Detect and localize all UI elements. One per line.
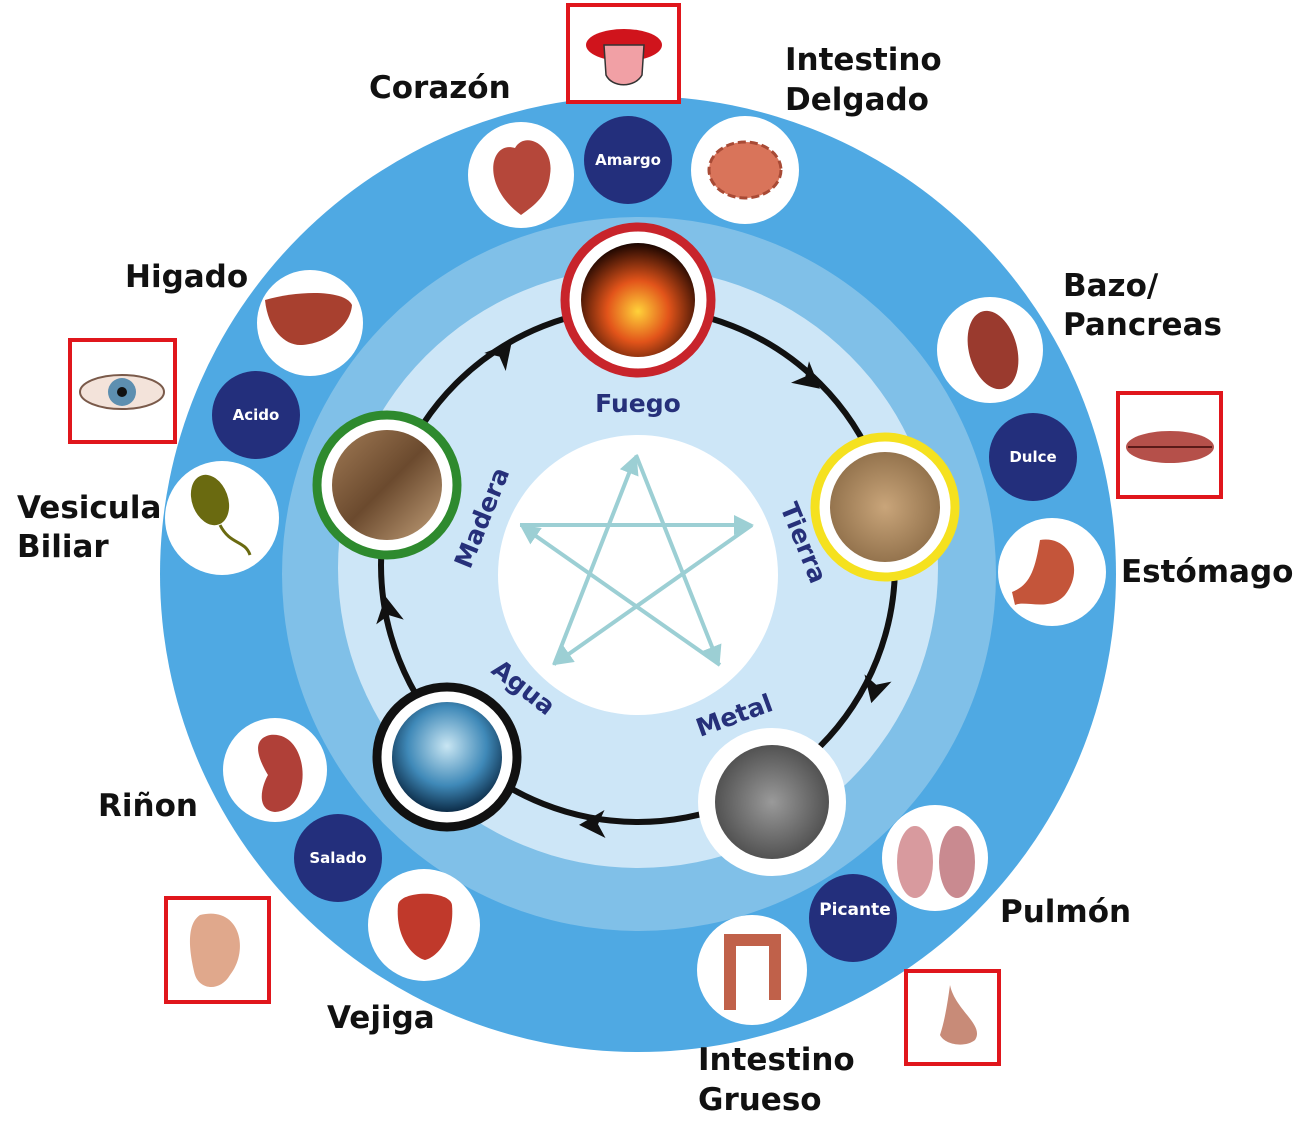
taste-label: Dulce — [1009, 448, 1056, 466]
sense-eye[interactable] — [68, 338, 177, 444]
element-tierra[interactable] — [810, 432, 960, 582]
label-rinon: Riñon — [98, 788, 198, 824]
taste-label: Picante — [819, 900, 891, 920]
element-madera[interactable] — [312, 410, 462, 560]
organ-estomago[interactable] — [998, 518, 1106, 626]
arrowhead-metal-agua — [579, 810, 606, 838]
lung-icon — [897, 826, 933, 898]
star-arrow — [519, 524, 722, 667]
sense-nose[interactable] — [904, 969, 1001, 1066]
fire-image — [581, 243, 695, 357]
large-intestine-icon — [724, 934, 781, 1010]
sense-lips[interactable] — [1116, 391, 1223, 499]
organ-bazo[interactable] — [937, 297, 1043, 403]
cycle-arrowheads — [376, 342, 892, 838]
taste-dulce[interactable]: Dulce — [989, 413, 1077, 501]
label-bazo-2: Pancreas — [1063, 307, 1222, 343]
taste-amargo[interactable]: Amargo — [584, 116, 672, 204]
arrowhead-fuego-tierra — [791, 361, 820, 389]
element-fuego[interactable] — [560, 222, 716, 378]
element-agua[interactable] — [372, 682, 522, 832]
label-fuego: Fuego — [595, 389, 681, 418]
organ-vejiga[interactable] — [368, 869, 480, 981]
water-image — [392, 702, 502, 812]
control-star — [519, 454, 754, 667]
label-estomago: Estómago — [1121, 554, 1293, 590]
taste-label: Acido — [233, 406, 280, 424]
taste-picante[interactable]: Picante — [809, 874, 897, 962]
organ-intestino-delgado[interactable] — [691, 116, 799, 224]
small-intestine-icon — [707, 140, 783, 200]
organ-pulmon[interactable] — [882, 805, 988, 911]
sense-ear[interactable] — [164, 896, 271, 1004]
organ-intestino-grueso[interactable] — [697, 915, 807, 1025]
nose-icon — [940, 985, 978, 1045]
arrowhead-madera-fuego — [484, 342, 512, 371]
stomach-icon — [1012, 539, 1075, 605]
label-vesicula-1: Vesicula — [17, 490, 161, 526]
sense-tongue[interactable] — [566, 3, 681, 104]
label-intestino-grueso-1: Intestino — [698, 1042, 855, 1078]
label-vesicula-2: Biliar — [17, 529, 109, 565]
taste-salado[interactable]: Salado — [294, 814, 382, 902]
organ-rinon[interactable] — [223, 718, 327, 822]
wood-image — [332, 430, 442, 540]
pupil-icon — [117, 387, 127, 397]
arrowhead-tierra-metal — [864, 674, 892, 704]
bile-duct-icon — [218, 524, 252, 556]
label-higado: Higado — [125, 259, 248, 295]
taste-label: Amargo — [595, 151, 661, 169]
liver-icon — [265, 293, 352, 345]
label-intestino-delgado-1: Intestino — [785, 42, 942, 78]
label-corazon: Corazón — [369, 70, 511, 106]
taste-acido[interactable]: Acido — [212, 371, 300, 459]
label-intestino-delgado-2: Delgado — [785, 82, 929, 118]
element-metal[interactable] — [698, 728, 846, 876]
label-pulmon: Pulmón — [1000, 894, 1131, 930]
arrowhead-agua-madera — [376, 596, 404, 625]
star-arrow — [634, 454, 722, 666]
earth-image — [830, 452, 940, 562]
bladder-icon — [397, 893, 453, 960]
gallbladder-icon — [190, 474, 230, 526]
organ-higado[interactable] — [257, 270, 363, 376]
label-bazo-1: Bazo/ — [1063, 268, 1159, 304]
organ-corazon[interactable] — [468, 122, 574, 228]
star-arrow — [552, 454, 639, 666]
spleen-icon — [967, 310, 1019, 390]
heart-icon — [493, 140, 551, 215]
metal-image — [715, 745, 829, 859]
label-vejiga: Vejiga — [327, 1000, 435, 1036]
star-arrow — [552, 523, 754, 666]
tongue-icon — [603, 44, 645, 86]
taste-label: Salado — [309, 849, 366, 867]
center-disc — [498, 435, 778, 715]
ear-icon — [190, 913, 240, 988]
lung-icon — [939, 826, 975, 898]
label-intestino-grueso-2: Grueso — [698, 1082, 822, 1118]
organ-vesicula[interactable] — [165, 461, 279, 575]
kidney-icon — [258, 734, 303, 812]
